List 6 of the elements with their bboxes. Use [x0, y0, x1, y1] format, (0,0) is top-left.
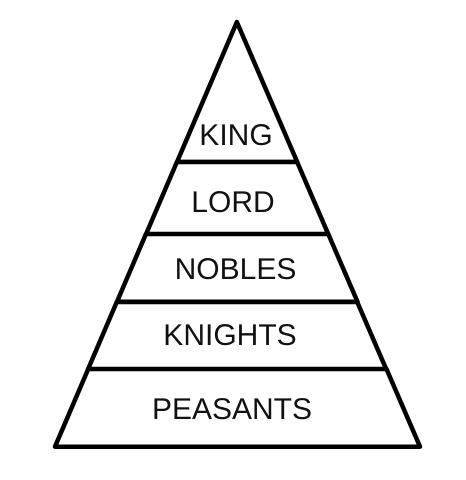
tier-label: LORD	[191, 188, 275, 218]
tier-label: NOBLES	[174, 254, 296, 284]
tier-label: KING	[199, 120, 273, 151]
pyramid-tier	[51, 365, 424, 451]
tier-label: KNIGHTS	[163, 320, 297, 351]
tier-label: PEASANTS	[152, 394, 312, 424]
